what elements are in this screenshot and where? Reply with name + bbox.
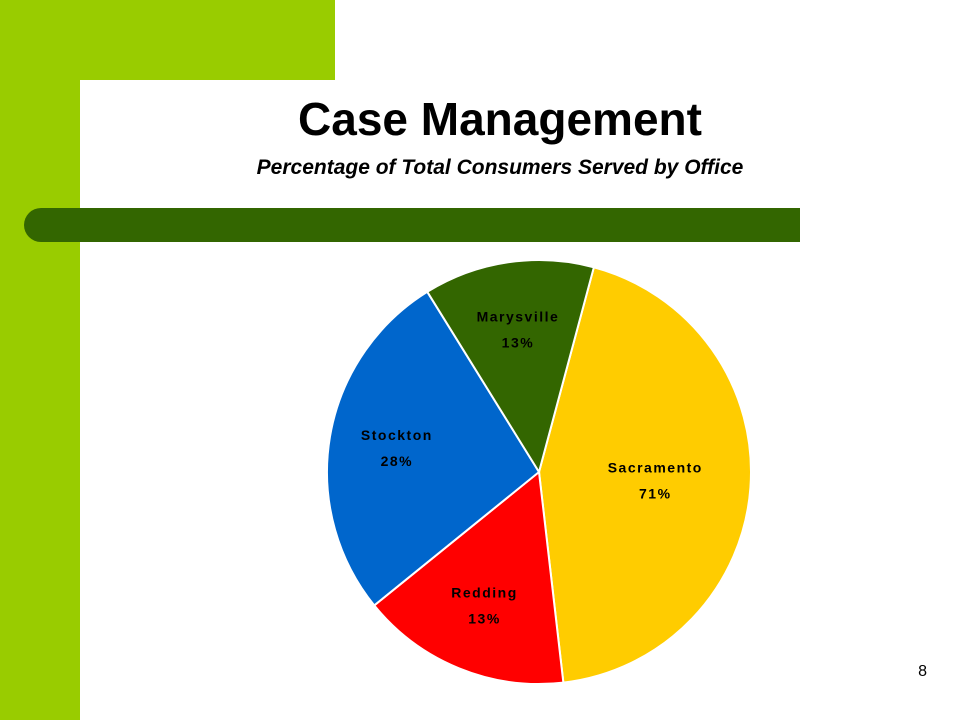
slice-value-redding: 13% bbox=[468, 610, 501, 626]
slide-subtitle: Percentage of Total Consumers Served by … bbox=[256, 156, 744, 179]
top-accent-block bbox=[0, 0, 335, 80]
slice-label-redding: Redding bbox=[451, 584, 518, 600]
left-accent-bar bbox=[0, 0, 80, 720]
slice-label-stockton: Stockton bbox=[361, 427, 433, 443]
page-number: 8 bbox=[918, 663, 927, 680]
pie-slice-stockton bbox=[326, 290, 541, 607]
pie-slice-redding bbox=[372, 470, 565, 685]
title-divider-bar bbox=[24, 208, 800, 242]
slice-value-marysville: 13% bbox=[502, 334, 535, 350]
slice-label-sacramento: Sacramento bbox=[608, 460, 703, 476]
pie-slice-marysville bbox=[425, 259, 596, 475]
slice-label-marysville: Marysville bbox=[477, 308, 560, 324]
slice-value-sacramento: 71% bbox=[639, 486, 672, 502]
pie-slice-sacramento bbox=[537, 265, 752, 684]
slide-title: Case Management bbox=[298, 93, 702, 145]
slice-value-stockton: 28% bbox=[381, 453, 414, 469]
